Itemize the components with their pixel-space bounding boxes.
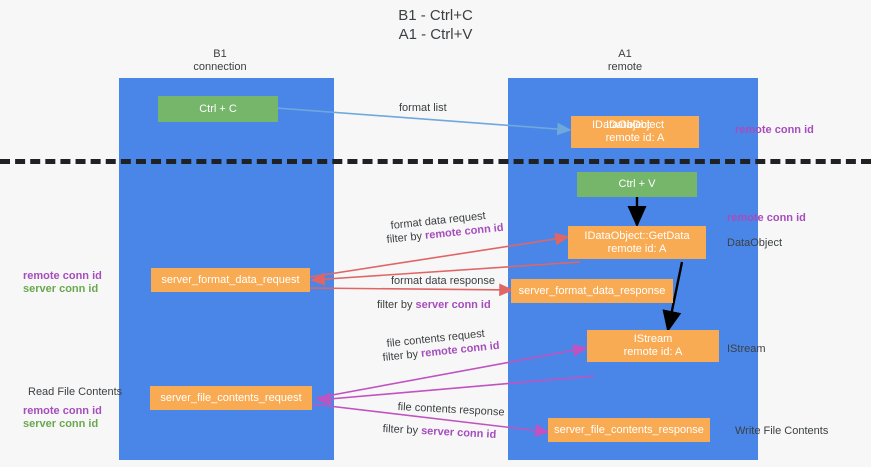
box-idataobject-getdata[interactable]: IDataObject::GetData remote id: A xyxy=(568,226,706,259)
side-label-read-file-contents: Read File Contents xyxy=(28,386,123,398)
filter-prefix: filter by xyxy=(382,422,422,437)
side-label-dataobject: DataObject xyxy=(727,237,783,249)
label-format-data-response: format data response xyxy=(391,275,495,287)
side-label-remote-conn-id-mid: remote conn id xyxy=(727,212,806,224)
side-label-left-remote-conn-id-bot: remote conn id xyxy=(23,405,102,417)
arrow-format-data-request xyxy=(309,232,570,278)
filter-prefix: filter by xyxy=(386,229,426,246)
side-label-left-remote-conn-id-mid: remote conn id xyxy=(23,270,102,282)
arrow-file-contents-request-back xyxy=(316,375,595,406)
label-format-data-response-filter: filter by server conn id xyxy=(377,298,491,312)
filter-prefix: filter by xyxy=(377,299,416,311)
arrow-getdata-to-istream xyxy=(662,261,684,333)
filter-prefix: filter by xyxy=(382,347,422,364)
section-divider xyxy=(0,159,871,164)
arrow-file-contents-request xyxy=(315,344,588,399)
box-server-file-contents-response[interactable]: server_file_contents_response xyxy=(548,418,710,442)
box-ctrl-v[interactable]: Ctrl + V xyxy=(577,172,697,197)
arrow-format-list xyxy=(275,107,572,136)
box-idataobject-top[interactable]: IDataObject remote id: A xyxy=(571,116,699,148)
arrow-file-contents-response xyxy=(311,403,550,437)
column-header-b1: B1 connection xyxy=(193,48,247,73)
side-label-write-file-contents: Write File Contents xyxy=(735,425,829,437)
box-server-format-data-response[interactable]: server_format_data_response xyxy=(511,279,673,303)
box-server-format-data-request[interactable]: server_format_data_request xyxy=(151,268,310,292)
side-label-remote-conn-id-top: remote conn id xyxy=(735,124,814,136)
filter-key-server-conn-id: server conn id xyxy=(415,299,491,311)
box-ctrl-c[interactable]: Ctrl + C xyxy=(158,96,278,122)
column-header-a1: A1 remote xyxy=(607,48,643,73)
box-istream[interactable]: IStream remote id: A xyxy=(587,330,719,362)
side-label-istream: IStream xyxy=(727,343,766,355)
box-server-file-contents-request[interactable]: server_file_contents_request xyxy=(150,386,312,410)
arrow-format-data-request-back xyxy=(310,261,581,286)
filter-key-server-conn-id: server conn id xyxy=(420,425,497,441)
side-label-left-server-conn-id-bot: server conn id xyxy=(23,418,99,430)
label-format-list: format list xyxy=(399,102,447,114)
arrow-format-data-response xyxy=(305,283,514,297)
side-label-left-server-conn-id-mid: server conn id xyxy=(23,283,99,295)
box-idataobject-top-overlay: IDataObject xyxy=(592,119,651,131)
page-title: B1 - Ctrl+C A1 - Ctrl+V xyxy=(398,7,473,43)
